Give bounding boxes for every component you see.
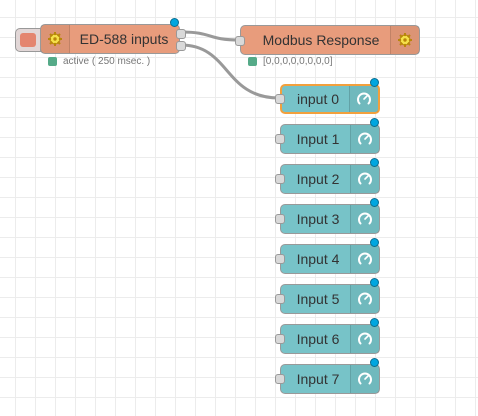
input-port[interactable]	[275, 94, 285, 104]
gear-icon	[390, 26, 419, 54]
input-port[interactable]	[275, 334, 285, 344]
node-gauge-4[interactable]: Input 4	[275, 238, 380, 274]
input-port[interactable]	[235, 36, 245, 46]
node-gauge-3[interactable]: Input 3	[275, 198, 380, 234]
node-status: [0,0,0,0,0,0,0,0]	[248, 56, 333, 67]
node-gauge-1[interactable]: Input 1	[275, 118, 380, 154]
inject-button[interactable]	[15, 28, 41, 52]
status-indicator	[248, 57, 257, 66]
gauge-icon	[350, 285, 379, 313]
gauge-icon	[350, 165, 379, 193]
node-status: active ( 250 msec. )	[48, 56, 150, 67]
input-port[interactable]	[275, 294, 285, 304]
changed-indicator	[370, 238, 379, 247]
changed-indicator	[170, 18, 179, 27]
node-gauge-6[interactable]: Input 6	[275, 318, 380, 354]
wire-source-to-input-0	[180, 43, 280, 100]
changed-indicator	[370, 318, 379, 327]
input-port[interactable]	[275, 174, 285, 184]
gear-icon	[41, 25, 70, 53]
status-text: active ( 250 msec. )	[63, 56, 151, 67]
changed-indicator	[370, 278, 379, 287]
changed-indicator	[370, 78, 379, 87]
status-text: [0,0,0,0,0,0,0,0]	[263, 56, 333, 67]
changed-indicator	[370, 118, 379, 127]
node-label: Input 7	[296, 371, 340, 387]
output-port-1[interactable]	[176, 29, 186, 39]
gauge-icon	[350, 205, 379, 233]
node-modbus-response[interactable]: Modbus Response	[235, 25, 420, 55]
output-port-2[interactable]	[176, 41, 186, 51]
input-port[interactable]	[275, 254, 285, 264]
wire-source-to-response	[180, 30, 241, 42]
gauge-icon	[350, 325, 379, 353]
input-port[interactable]	[275, 134, 285, 144]
node-gauge-5[interactable]: Input 5	[275, 278, 380, 314]
changed-indicator	[370, 358, 379, 367]
changed-indicator	[370, 158, 379, 167]
gauge-icon	[350, 365, 379, 393]
node-label: Input 1	[296, 131, 340, 147]
input-port[interactable]	[275, 214, 285, 224]
node-label: Input 3	[296, 211, 340, 227]
node-label: Input 6	[296, 331, 340, 347]
gauge-icon	[349, 86, 378, 112]
node-label: Modbus Response	[262, 32, 380, 48]
gauge-icon	[350, 245, 379, 273]
node-label: Input 4	[296, 251, 340, 267]
node-label: Input 5	[296, 291, 340, 307]
node-gauge-0[interactable]: input 0	[275, 78, 380, 114]
node-ed588-inputs[interactable]: ED-588 inputs	[40, 18, 186, 54]
status-indicator	[48, 57, 57, 66]
node-label: ED-588 inputs	[79, 31, 169, 47]
node-label: input 0	[296, 91, 340, 107]
changed-indicator	[370, 198, 379, 207]
node-gauge-7[interactable]: Input 7	[275, 358, 380, 394]
gauge-icon	[350, 125, 379, 153]
node-label: Input 2	[296, 171, 340, 187]
input-port[interactable]	[275, 374, 285, 384]
node-gauge-2[interactable]: Input 2	[275, 158, 380, 194]
